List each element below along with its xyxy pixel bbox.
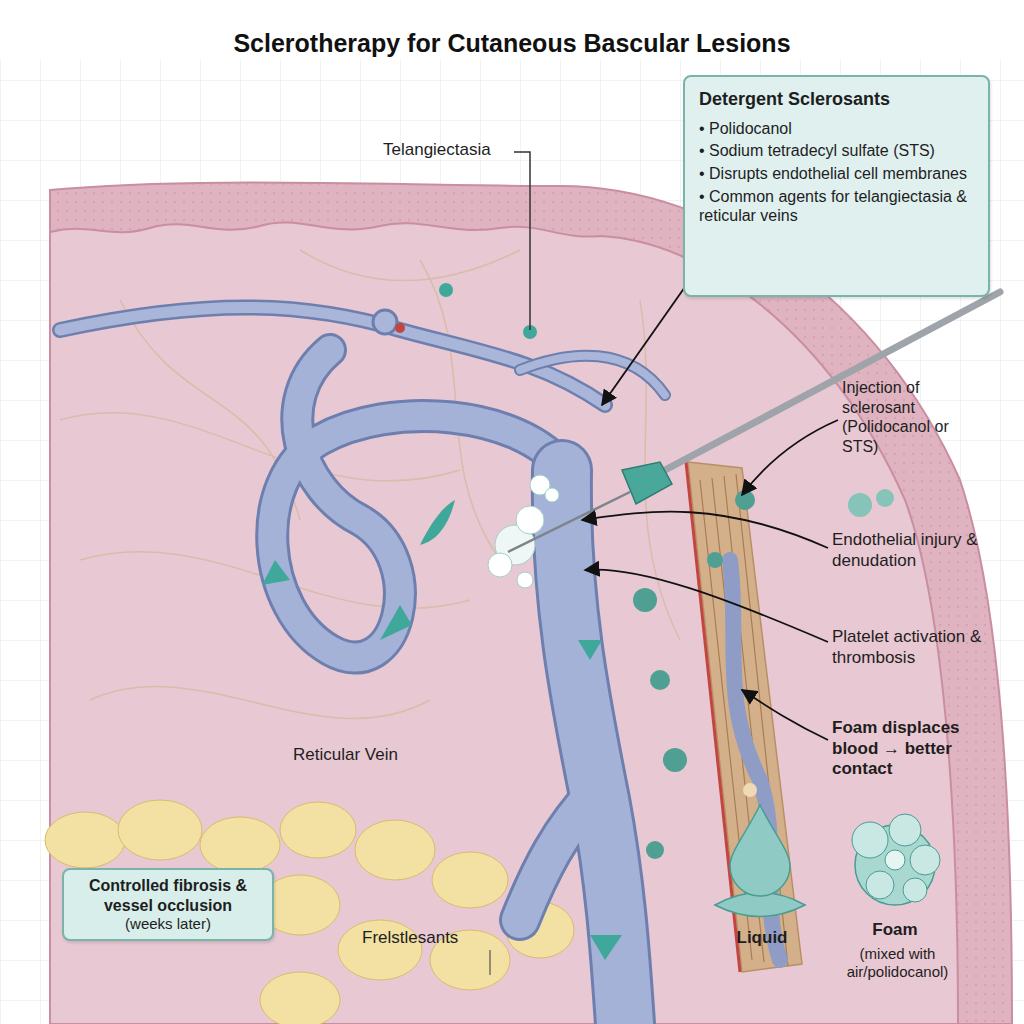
leader-arrow: [585, 570, 828, 642]
flow-arrow: [262, 560, 290, 585]
box-text: • Polidocanol: [699, 119, 974, 139]
needle-hub: [622, 462, 672, 504]
structure-label: Reticular Vein: [293, 745, 443, 766]
platelet: [707, 552, 723, 568]
info-box: Detergent Sclerosants • Polidocanol• Sodi…: [683, 75, 990, 297]
dermis: [50, 223, 958, 1024]
fat-cell: [200, 817, 280, 873]
result-box: Controlled fibrosis & vessel occlusion(w…: [62, 868, 274, 941]
syringe-barrel: [650, 292, 1000, 478]
callout-label: Endothelial injury & denudation: [832, 530, 1004, 571]
fat-cell: [355, 820, 435, 880]
sclerosant-dot: [439, 283, 453, 297]
box-heading: Controlled fibrosis & vessel occlusion: [72, 876, 264, 915]
flow-arrow: [578, 640, 602, 660]
callout-label: Foam displaces blood → better contact: [832, 718, 984, 780]
platelet: [735, 490, 755, 510]
grid-background: [0, 60, 1024, 1024]
fat-cell: [280, 802, 356, 858]
telangiectasia-vessel: [520, 356, 665, 395]
callout-label: Injection of sclerosant (Polidocanol or …: [842, 378, 964, 456]
box-text: • Disrupts endothelial cell membranes: [699, 164, 974, 184]
red-cell: [395, 323, 405, 333]
flow-arrow: [380, 605, 412, 640]
bubble: [516, 506, 544, 534]
bubble: [545, 488, 559, 502]
leader-arrow: [742, 690, 828, 740]
icon-note: (mixed with air/polidocanol): [815, 945, 980, 982]
vessel-outline: [520, 356, 665, 395]
vessel-outline: [562, 470, 625, 1024]
platelet: [876, 489, 894, 507]
box-text: • Sodium tetradecyl sulfate (STS): [699, 141, 974, 161]
platelet: [663, 748, 687, 772]
bubble: [517, 572, 533, 588]
platelet: [848, 493, 872, 517]
tick-line: [489, 950, 490, 975]
epidermis-texture: [50, 183, 1012, 1024]
icon-label: Foam: [855, 920, 935, 941]
fat-cell: [432, 852, 508, 908]
structure-label: Telangiectasia: [383, 140, 523, 161]
reticular-vein: [562, 470, 625, 1024]
epidermis: [50, 183, 1012, 1024]
foam-bubble: [903, 878, 927, 902]
fat-cell: [45, 812, 125, 868]
leader-arrow: [742, 420, 838, 495]
platelet: [633, 588, 657, 612]
callout-label: Platelet activation & thrombosis: [832, 627, 1010, 668]
bubble: [488, 553, 512, 577]
fat-cell: [260, 972, 340, 1024]
flow-arrow: [590, 935, 622, 960]
foam-bubble: [866, 871, 894, 899]
box-heading: Detergent Sclerosants: [699, 89, 974, 111]
foam-bubble: [885, 850, 905, 870]
foam-bubble: [889, 814, 921, 846]
fat-cell: [118, 800, 202, 860]
box-text: • Common agents for telangiectasia & ret…: [699, 187, 974, 226]
platelet: [646, 841, 664, 859]
leader-line: [514, 152, 530, 330]
flow-arrow: [420, 500, 455, 545]
platelet: [743, 783, 757, 797]
vessel-outline: [272, 350, 565, 658]
garbled-label: Frelstlesants: [362, 928, 512, 949]
vessel-loop: [373, 310, 397, 334]
needle: [508, 492, 630, 552]
reticular-vein-branch: [520, 790, 598, 920]
icon-label: Liquid: [722, 928, 802, 949]
liquid-drop: [730, 805, 790, 896]
leader-arrow: [582, 512, 828, 548]
serpentine-vessel: [272, 350, 565, 658]
foam-icon: [852, 814, 940, 905]
foam-bubble: [910, 845, 940, 875]
diagram-title: Sclerotherapy for Cutaneous Bascular Les…: [0, 28, 1024, 59]
box-text: (weeks later): [72, 915, 264, 933]
platelet: [650, 670, 670, 690]
foam-bubble: [852, 822, 888, 858]
fat-layer: [45, 800, 574, 1024]
